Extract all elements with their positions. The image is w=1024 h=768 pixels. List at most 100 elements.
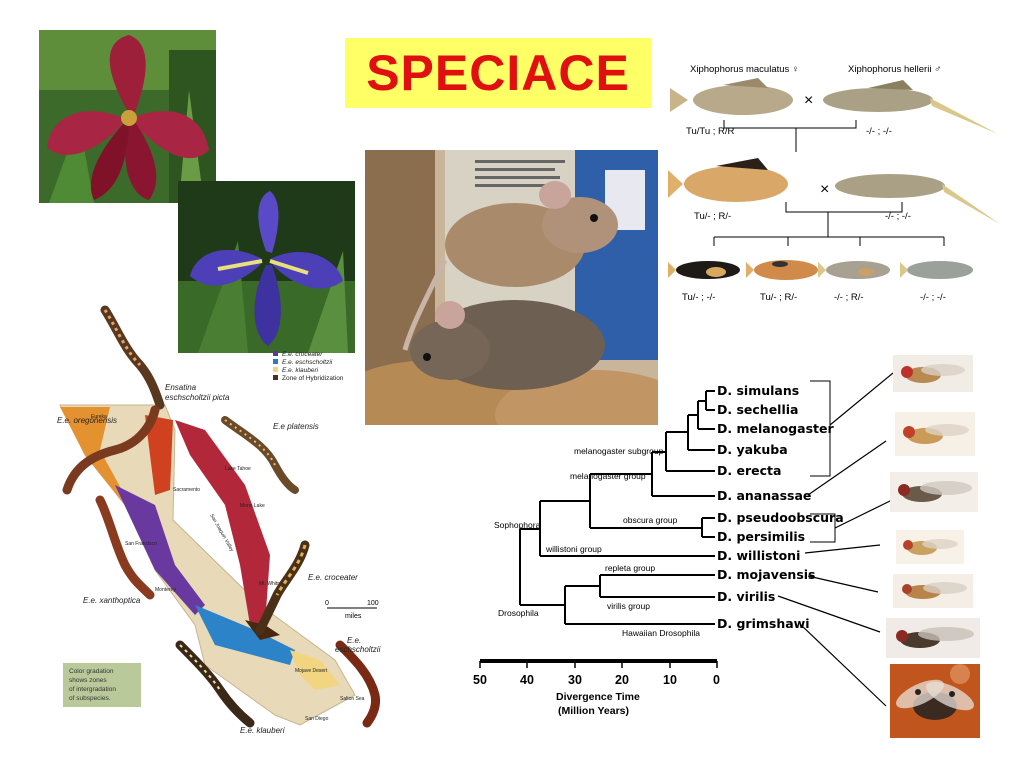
salamander-xanthoptica (95, 495, 155, 600)
tick-0: 0 (713, 673, 720, 687)
species-willistoni: D. willistoni (717, 548, 800, 563)
label-picta-line1: Ensatina (165, 383, 197, 392)
species-simulans: D. simulans (717, 383, 799, 398)
species-mojavensis: D. mojavensis (717, 567, 816, 582)
salamander-croceater (255, 540, 310, 635)
fly-photo-mojavensis (893, 574, 973, 608)
offspring-genotype-4: -/- ; -/- (920, 292, 946, 303)
map-note-line2: shows zones (69, 677, 107, 684)
species-sechellia: D. sechellia (717, 402, 798, 417)
platyfish-parent (670, 78, 793, 115)
species-grimshawi: D. grimshawi (717, 616, 810, 631)
cross-symbol-2: × (820, 181, 829, 198)
place-mt-whitney: Mt. Whitney (259, 581, 286, 587)
tick-50: 50 (473, 673, 487, 687)
fly-photo-melanogaster (893, 355, 973, 392)
fly-photo-ananassae (895, 412, 975, 456)
place-mono-lake: Mono Lake (240, 503, 265, 509)
coastal-band-blue (195, 605, 295, 665)
map-legend: E.e. croceater E.e. eschscholtzii E.e. k… (272, 349, 372, 389)
place-monterey: Monterey (155, 587, 176, 593)
page-title: SPECIACE (366, 45, 630, 101)
tree-branches (519, 390, 715, 625)
legend-hybridization: Zone of Hybridization (282, 375, 344, 382)
label-klauberi: E.e. klauberi (240, 726, 285, 735)
group-obscura: obscura group (623, 515, 678, 525)
group-sophophora: Sophophora (494, 520, 541, 530)
offspring-fish-2 (746, 260, 818, 280)
legend-croceater: E.e. croceater (282, 351, 323, 358)
cross1-left-genotype: Tu/Tu ; R/R (686, 126, 735, 137)
label-eschscholtzii-line2: eschscholtzii (335, 645, 381, 654)
label-xanthoptica: E.e. xanthoptica (83, 596, 141, 605)
offspring-fish-3 (818, 261, 890, 279)
label-oregonensis: E.e. oregonensis (57, 416, 117, 425)
tick-10: 10 (663, 673, 677, 687)
place-salton-sea: Salton Sea (340, 696, 365, 702)
group-mel-subgroup: melanogaster subgroup (574, 446, 664, 456)
cross1-right-genotype: -/- ; -/- (866, 126, 892, 137)
salamander-oregonensis (62, 405, 160, 495)
offspring-genotype-1: Tu/- ; -/- (682, 292, 715, 303)
swordtail-parent (823, 80, 998, 134)
tick-20: 20 (615, 673, 629, 687)
salamander-picta (100, 305, 165, 410)
place-san-diego: San Diego (305, 716, 329, 722)
label-eschscholtzii-line1: E.e. (347, 636, 361, 645)
tick-30: 30 (568, 673, 582, 687)
blue-iris-photo (178, 181, 355, 353)
axis-label-2: (Million Years) (558, 705, 629, 717)
group-repleta: repleta group (605, 563, 655, 573)
ensatina-ring-map: San Joaquin Valley Eureka Lake Tahoe Mon… (55, 305, 390, 735)
fly-photo-willistoni (896, 530, 964, 564)
coastal-band-purple (115, 485, 205, 615)
mice-photo (365, 150, 658, 425)
species-persimilis: D. persimilis (717, 529, 805, 544)
swordtail-backcross (835, 174, 1000, 224)
species-yakuba: D. yakuba (717, 442, 788, 457)
map-note-box (63, 663, 141, 707)
scale-hundred: 100 (367, 600, 379, 607)
offspring-fish-1 (668, 261, 740, 279)
hybrid-fish (668, 158, 788, 202)
salamander-klauberi (175, 640, 255, 728)
coastal-band-red (145, 415, 173, 495)
place-eureka: Eureka (91, 414, 107, 420)
species-pseudoobscura: D. pseudoobscura (717, 510, 844, 525)
place-mojave-desert: Mojave Desert (295, 668, 328, 674)
fly-photo-grimshawi (890, 664, 980, 738)
offspring-fish-4 (900, 261, 973, 279)
species-melanogaster: D. melanogaster (717, 421, 834, 436)
fly-photo-virilis (886, 618, 980, 658)
map-note-line3: of intergradation (69, 686, 116, 693)
male-species-label: Xiphophorus hellerii ♂ (848, 64, 941, 75)
place-san-francisco: San Francisco (125, 541, 157, 547)
group-drosophila: Drosophila (498, 608, 539, 618)
label-croceater: E.e. croceater (308, 573, 358, 582)
place-sacramento: Sacramento (173, 487, 200, 493)
legend-eschscholtzii: E.e. eschscholtzii (282, 359, 333, 366)
offspring-genotype-2: Tu/- ; R/- (760, 292, 797, 303)
cross2-left-genotype: Tu/- ; R/- (694, 211, 731, 222)
label-picta-line2: eschscholtzii picta (165, 393, 230, 402)
fly-photo-pseudoobscura (890, 472, 978, 512)
drosophila-phylogeny: D. simulans D. sechellia D. melanogaster… (470, 372, 890, 722)
axis-label-1: Divergence Time (556, 691, 640, 703)
scale-zero: 0 (325, 600, 329, 607)
legend-klauberi: E.e. klauberi (282, 367, 319, 374)
salamander-eschscholtzii (335, 640, 380, 728)
female-species-label: Xiphophorus maculatus ♀ (690, 64, 799, 75)
cross-symbol-1: × (804, 92, 813, 109)
group-hawaiian: Hawaiian Drosophila (622, 628, 700, 638)
red-iris-photo (39, 30, 216, 203)
cross2-right-genotype: -/- ; -/- (885, 211, 911, 222)
klauberi-zone (290, 650, 340, 690)
title-box: SPECIACE (345, 38, 651, 108)
map-note-line1: Color gradation (69, 668, 114, 675)
group-mel-group: melanogaster group (570, 471, 646, 481)
group-virilis: virilis group (607, 601, 650, 611)
fish-cross-diagram: Xiphophorus maculatus ♀ Xiphophorus hell… (668, 52, 1004, 308)
species-ananassae: D. ananassae (717, 488, 811, 503)
offspring-genotype-3: -/- ; R/- (834, 292, 864, 303)
tick-40: 40 (520, 673, 534, 687)
